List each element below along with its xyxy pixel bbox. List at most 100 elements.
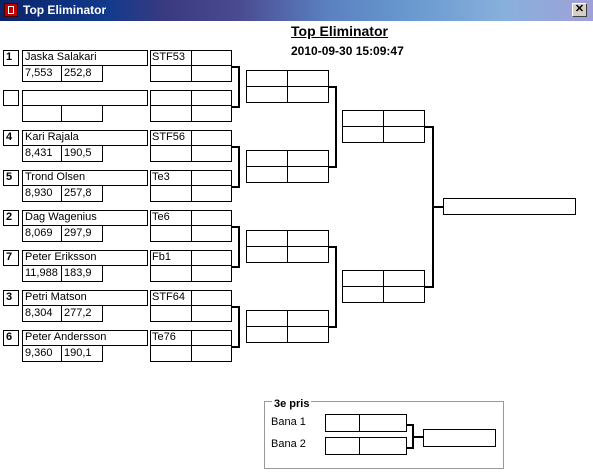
bracket-connector <box>407 447 413 449</box>
qf-cell[interactable] <box>246 70 288 87</box>
speed-value: 190,1 <box>64 347 92 359</box>
qf-cell[interactable] <box>287 230 329 247</box>
sf-cell[interactable] <box>342 286 384 303</box>
lane-cell-a[interactable] <box>150 185 192 202</box>
qf-cell[interactable] <box>287 310 329 327</box>
result-cell[interactable] <box>191 50 232 66</box>
qf-cell[interactable] <box>246 150 288 167</box>
third-prize-winner-cell[interactable] <box>423 429 496 447</box>
result-cell[interactable] <box>191 130 232 146</box>
qf-cell[interactable] <box>246 326 288 343</box>
lane-cell-b[interactable] <box>191 345 232 362</box>
lane-cell-a[interactable] <box>150 265 192 282</box>
bracket-connector <box>335 246 337 328</box>
qf-cell[interactable] <box>287 326 329 343</box>
third-prize-lane2-b[interactable] <box>359 437 407 455</box>
speed-cell[interactable] <box>61 265 103 282</box>
speed-value: 183,9 <box>64 267 92 279</box>
sf-cell[interactable] <box>383 270 425 287</box>
bracket-connector <box>407 424 413 426</box>
seed-badge: 1 <box>3 50 19 66</box>
lane-cell-b[interactable] <box>191 65 232 82</box>
lane-cell-a[interactable] <box>150 105 192 122</box>
lane-1-label: Bana 1 <box>271 416 306 428</box>
lane-cell-a[interactable] <box>150 145 192 162</box>
sf-cell[interactable] <box>342 270 384 287</box>
result-cell[interactable] <box>191 330 232 346</box>
speed-cell[interactable] <box>61 305 103 322</box>
sf-cell[interactable] <box>383 126 425 143</box>
result-cell[interactable] <box>191 170 232 186</box>
qf-cell[interactable] <box>287 150 329 167</box>
app-logo-icon <box>4 3 18 17</box>
final-winner-cell[interactable] <box>443 198 576 215</box>
result-cell[interactable] <box>191 90 232 106</box>
et-value: 9,360 <box>25 347 53 359</box>
driver-name: Kari Rajala <box>25 131 79 143</box>
seed-badge: 3 <box>3 290 19 306</box>
lane-cell-b[interactable] <box>191 225 232 242</box>
lane-cell-b[interactable] <box>191 145 232 162</box>
seed-badge: 6 <box>3 330 19 346</box>
title-bar: Top Eliminator ✕ <box>0 0 593 21</box>
lane-cell-a[interactable] <box>150 65 192 82</box>
lane-cell-a[interactable] <box>150 345 192 362</box>
speed-cell[interactable] <box>61 145 103 162</box>
speed-value: 297,9 <box>64 227 92 239</box>
sf-cell[interactable] <box>383 110 425 127</box>
speed-cell[interactable] <box>61 185 103 202</box>
driver-name: Peter Eriksson <box>25 251 97 263</box>
speed-cell[interactable] <box>61 225 103 242</box>
bracket-connector <box>232 106 239 108</box>
third-prize-lane1-b[interactable] <box>359 414 407 432</box>
lane-cell-b[interactable] <box>191 105 232 122</box>
lane-cell-b[interactable] <box>191 305 232 322</box>
class-value: STF53 <box>152 51 186 63</box>
result-cell[interactable] <box>191 210 232 226</box>
qf-cell[interactable] <box>246 86 288 103</box>
qf-cell[interactable] <box>287 166 329 183</box>
seed-badge: 2 <box>3 210 19 226</box>
bracket-connector <box>232 186 239 188</box>
sf-cell[interactable] <box>383 286 425 303</box>
sf-cell[interactable] <box>342 126 384 143</box>
lane-cell-b[interactable] <box>191 185 232 202</box>
bracket-connector <box>232 306 239 308</box>
qf-cell[interactable] <box>287 70 329 87</box>
speed-cell[interactable] <box>61 65 103 82</box>
speed-cell[interactable] <box>61 105 103 122</box>
lane-cell-a[interactable] <box>150 225 192 242</box>
et-value: 11,988 <box>25 267 58 279</box>
bracket-connector <box>329 326 336 328</box>
lane-2-label: Bana 2 <box>271 438 306 450</box>
qf-cell[interactable] <box>246 246 288 263</box>
et-value: 8,069 <box>25 227 53 239</box>
bracket-connector <box>329 166 336 168</box>
lane-cell-b[interactable] <box>191 265 232 282</box>
sf-cell[interactable] <box>342 110 384 127</box>
class-cell[interactable] <box>150 90 192 106</box>
speed-value: 277,2 <box>64 307 92 319</box>
qf-cell[interactable] <box>246 166 288 183</box>
qf-cell[interactable] <box>246 230 288 247</box>
event-datetime: 2010-09-30 15:09:47 <box>291 44 404 58</box>
close-icon[interactable]: ✕ <box>572 3 587 17</box>
bracket-connector <box>232 146 239 148</box>
qf-cell[interactable] <box>287 86 329 103</box>
seed-badge: 5 <box>3 170 19 186</box>
qf-cell[interactable] <box>287 246 329 263</box>
result-cell[interactable] <box>191 290 232 306</box>
class-value: Fb1 <box>152 251 171 263</box>
qf-cell[interactable] <box>246 310 288 327</box>
result-cell[interactable] <box>191 250 232 266</box>
lane-cell-a[interactable] <box>150 305 192 322</box>
bracket-connector <box>232 346 239 348</box>
bracket-connector <box>329 246 336 248</box>
class-value: Te6 <box>152 211 170 223</box>
bracket-connector <box>433 206 443 208</box>
speed-cell[interactable] <box>61 345 103 362</box>
et-cell[interactable] <box>22 105 62 122</box>
third-prize-label: 3e pris <box>272 398 312 410</box>
driver-name-cell[interactable] <box>22 90 148 106</box>
et-value: 7,553 <box>25 67 53 79</box>
